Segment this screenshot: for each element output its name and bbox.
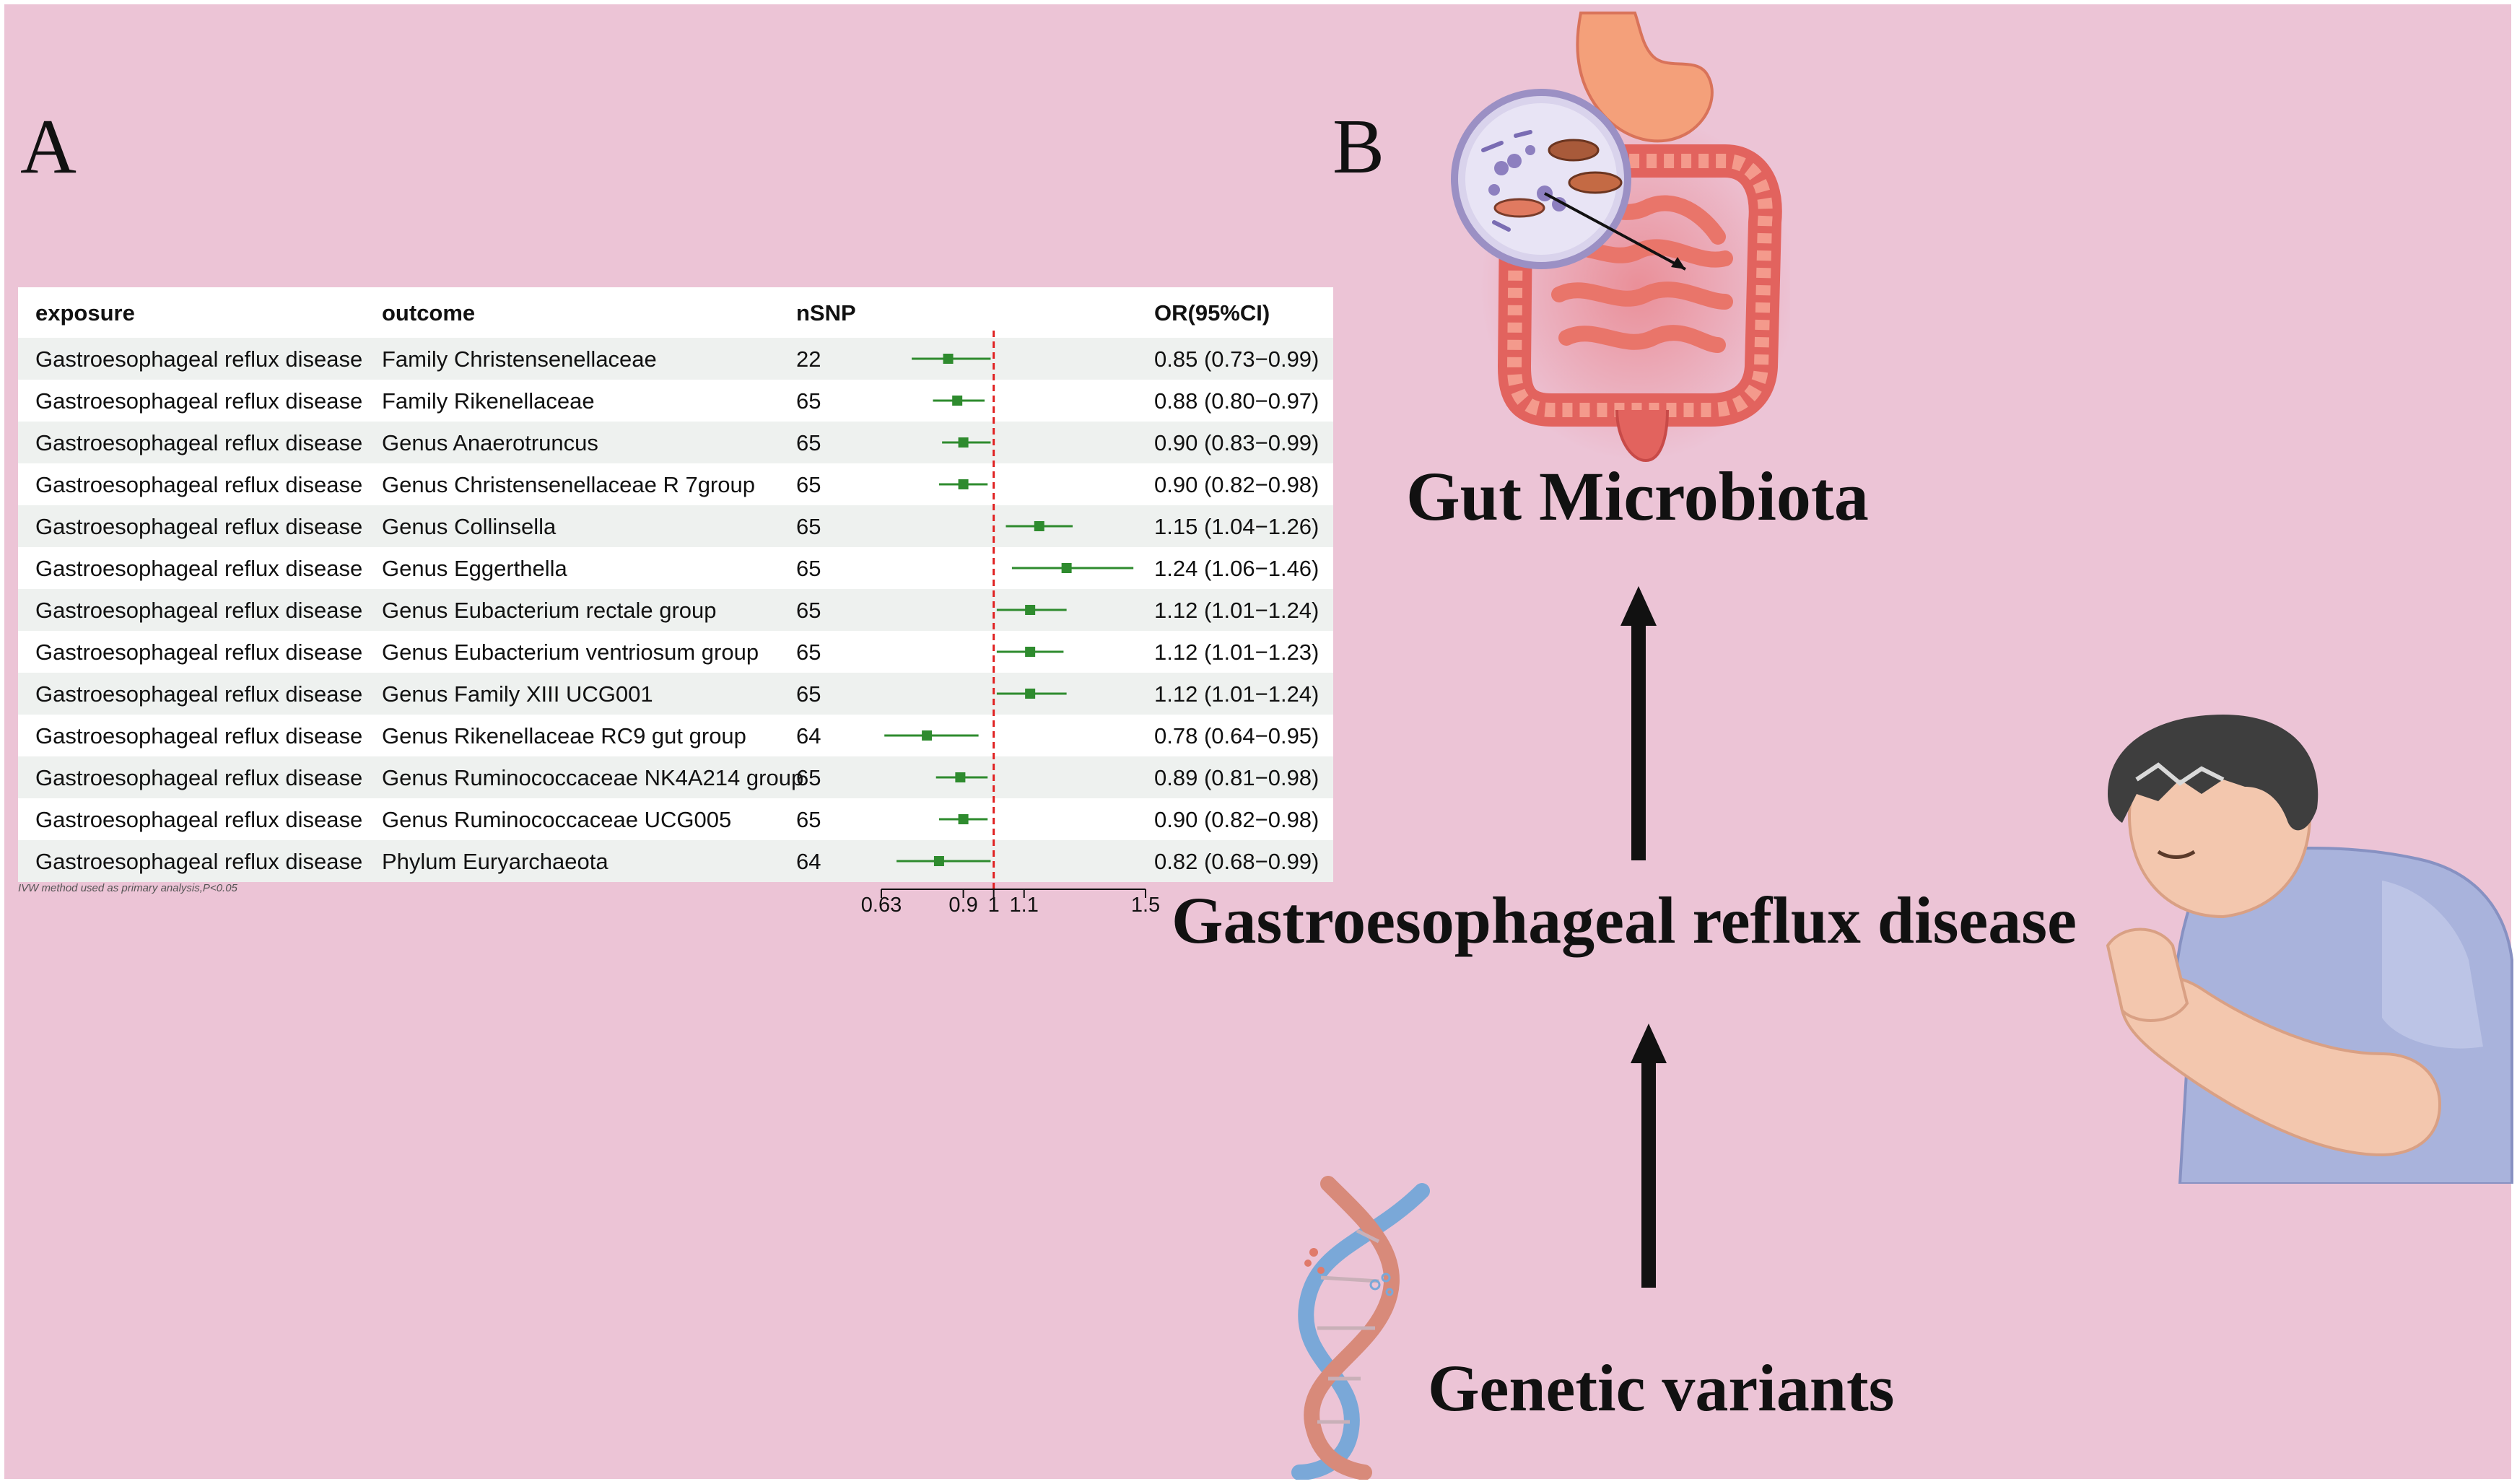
or-point-marker (1025, 689, 1036, 699)
header-exposure: exposure (35, 300, 135, 326)
row-band (18, 589, 1333, 631)
cell-exposure: Gastroesophageal reflux disease (35, 849, 363, 874)
or-point-marker (943, 354, 954, 364)
cell-or-ci: 1.12 (1.01−1.24) (1154, 681, 1319, 707)
or-point-marker (958, 814, 969, 824)
table-footnote: IVW method used as primary analysis,P<0.… (18, 882, 237, 894)
arrow-up-upper (1620, 586, 1657, 860)
cell-exposure: Gastroesophageal reflux disease (35, 723, 363, 748)
cell-or-ci: 1.15 (1.04−1.26) (1154, 514, 1319, 539)
row-band (18, 422, 1333, 463)
row-band (18, 673, 1333, 715)
or-point-marker (1061, 563, 1072, 573)
cell-or-ci: 1.12 (1.01−1.24) (1154, 598, 1319, 623)
cell-nsnp: 65 (796, 640, 821, 665)
row-band (18, 756, 1333, 798)
cell-outcome: Genus Ruminococcaceae UCG005 (382, 807, 732, 832)
cell-exposure: Gastroesophageal reflux disease (35, 556, 363, 581)
x-axis-tick-label: 1 (987, 894, 1000, 917)
cell-or-ci: 1.12 (1.01−1.23) (1154, 640, 1319, 665)
cell-nsnp: 22 (796, 346, 821, 372)
cell-exposure: Gastroesophageal reflux disease (35, 765, 363, 790)
cell-outcome: Phylum Euryarchaeota (382, 849, 608, 874)
or-point-marker (958, 437, 969, 448)
cell-or-ci: 0.78 (0.64−0.95) (1154, 723, 1319, 748)
cell-nsnp: 65 (796, 765, 821, 790)
cell-outcome: Family Christensenellaceae (382, 346, 657, 372)
forest-plot-panel: exposure outcome nSNP OR(95%CI) Gastroes… (18, 287, 1333, 898)
row-band (18, 338, 1333, 380)
cell-exposure: Gastroesophageal reflux disease (35, 514, 363, 539)
cell-or-ci: 0.85 (0.73−0.99) (1154, 346, 1319, 372)
dna-helix-icon (1291, 1176, 1430, 1480)
cell-nsnp: 65 (796, 388, 821, 414)
row-band (18, 840, 1333, 882)
arrow-up-lower (1631, 1023, 1667, 1288)
cell-or-ci: 0.88 (0.80−0.97) (1154, 388, 1319, 414)
cell-nsnp: 65 (796, 514, 821, 539)
or-point-marker (933, 856, 944, 866)
cell-or-ci: 1.24 (1.06−1.46) (1154, 556, 1319, 581)
cell-outcome: Family Rikenellaceae (382, 388, 595, 414)
coughing-man-icon (2106, 715, 2513, 1184)
x-axis-tick-label: 0.9 (948, 894, 978, 917)
cell-outcome: Genus Collinsella (382, 514, 557, 539)
x-axis-tick-label: 1.1 (1009, 894, 1039, 917)
header-nsnp: nSNP (796, 300, 856, 326)
intestine-with-microbe-magnifier-icon (1451, 12, 1790, 463)
cell-exposure: Gastroesophageal reflux disease (35, 346, 363, 372)
cell-exposure: Gastroesophageal reflux disease (35, 598, 363, 623)
cell-exposure: Gastroesophageal reflux disease (35, 472, 363, 497)
or-point-marker (1034, 521, 1044, 531)
or-point-marker (1025, 605, 1036, 615)
cell-or-ci: 0.82 (0.68−0.99) (1154, 849, 1319, 874)
cell-nsnp: 65 (796, 807, 821, 832)
x-axis-tick-label: 0.63 (860, 894, 902, 917)
cell-exposure: Gastroesophageal reflux disease (35, 807, 363, 832)
panel-b-letter: B (1332, 104, 1385, 190)
cell-outcome: Genus Eubacterium rectale group (382, 598, 717, 623)
or-point-marker (955, 772, 966, 782)
header-or-ci: OR(95%CI) (1154, 300, 1270, 326)
cell-outcome: Genus Anaerotruncus (382, 430, 598, 455)
cell-outcome: Genus Rikenellaceae RC9 gut group (382, 723, 746, 748)
cell-nsnp: 65 (796, 556, 821, 581)
cell-outcome: Genus Family XIII UCG001 (382, 681, 653, 707)
row-band (18, 505, 1333, 547)
cell-or-ci: 0.90 (0.82−0.98) (1154, 472, 1319, 497)
cell-nsnp: 65 (796, 472, 821, 497)
forest-plot-svg (881, 331, 1146, 898)
cell-exposure: Gastroesophageal reflux disease (35, 430, 363, 455)
cell-outcome: Genus Eggerthella (382, 556, 567, 581)
x-axis-tick-label: 1.5 (1130, 894, 1161, 917)
cell-nsnp: 64 (796, 723, 821, 748)
gut-microbiota-label: Gut Microbiota (1406, 458, 1869, 535)
cell-exposure: Gastroesophageal reflux disease (35, 681, 363, 707)
cell-outcome: Genus Ruminococcaceae NK4A214 group (382, 765, 804, 790)
panel-a-letter: A (20, 104, 77, 190)
or-point-marker (1025, 647, 1036, 657)
or-point-marker (958, 479, 969, 489)
cell-nsnp: 65 (796, 430, 821, 455)
or-point-marker (922, 730, 933, 741)
cell-or-ci: 0.90 (0.83−0.99) (1154, 430, 1319, 455)
cell-or-ci: 0.89 (0.81−0.98) (1154, 765, 1319, 790)
cell-exposure: Gastroesophageal reflux disease (35, 388, 363, 414)
cell-outcome: Genus Eubacterium ventriosum group (382, 640, 759, 665)
or-point-marker (952, 396, 963, 406)
cell-outcome: Genus Christensenellaceae R 7group (382, 472, 755, 497)
header-outcome: outcome (382, 300, 476, 326)
genetic-variants-label: Genetic variants (1428, 1351, 1895, 1425)
cell-nsnp: 65 (796, 598, 821, 623)
cell-or-ci: 0.90 (0.82−0.98) (1154, 807, 1319, 832)
gerd-label: Gastroesophageal reflux disease (1172, 883, 2077, 957)
cell-exposure: Gastroesophageal reflux disease (35, 640, 363, 665)
cell-nsnp: 65 (796, 681, 821, 707)
cell-nsnp: 64 (796, 849, 821, 874)
